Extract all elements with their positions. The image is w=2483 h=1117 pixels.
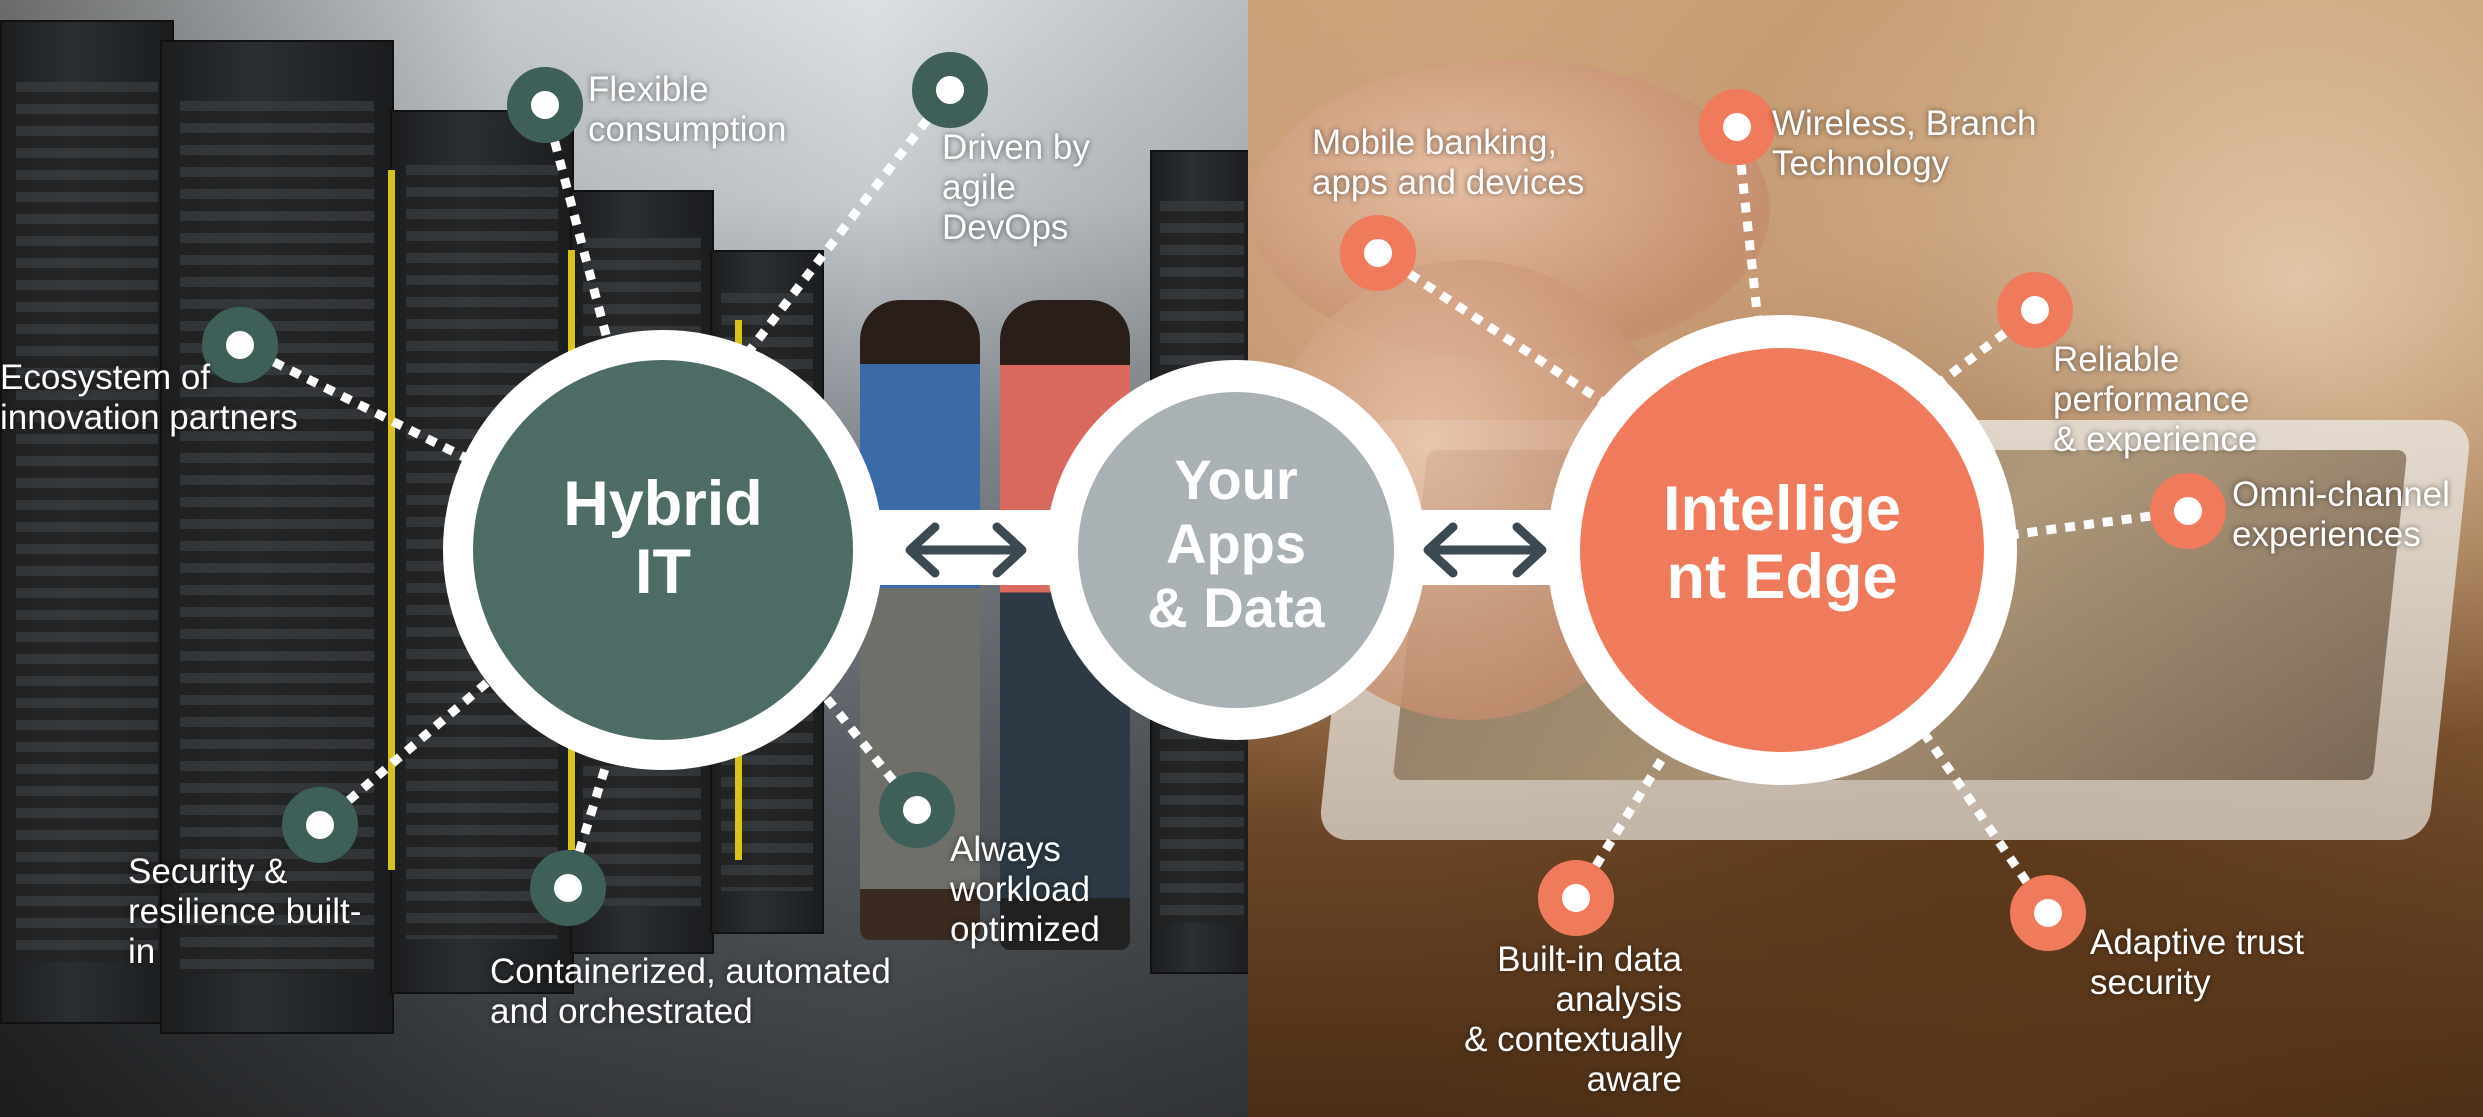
- hybrid-it-circle: [473, 360, 853, 740]
- apps-data-circle: [1078, 392, 1394, 708]
- spoke-label-ecosystem: Ecosystem of innovation partners: [0, 358, 298, 437]
- spoke-node-icon: [507, 67, 583, 143]
- spoke-line: [746, 87, 954, 353]
- spoke-label-reliable-performance: Reliable performance & experience: [2053, 340, 2258, 459]
- spoke-label-containerized: Containerized, automated and orchestrate…: [490, 952, 891, 1031]
- spoke-label-omni-channel: Omni-channel experiences: [2232, 475, 2450, 554]
- bidirectional-arrow-icon: [1423, 522, 1547, 578]
- spoke-line: [1732, 126, 1765, 341]
- spoke-label-flexible-consumption: Flexible consumption: [588, 70, 787, 149]
- spoke-node-icon: [1997, 272, 2073, 348]
- hybrid-nodes: [202, 52, 988, 926]
- edge-nodes: [1340, 89, 2226, 951]
- spoke-line: [1375, 249, 1618, 414]
- spoke-label-workload-optimized: Always workload optimized: [950, 830, 1100, 949]
- spoke-line: [1572, 727, 1684, 901]
- rack-stripe: [388, 170, 395, 870]
- spoke-node-icon: [202, 307, 278, 383]
- spoke-label-adaptive-trust: Adaptive trust security: [2090, 923, 2304, 1002]
- spoke-line: [1911, 717, 2052, 916]
- spoke-node-icon: [1538, 860, 1614, 936]
- spoke-line: [237, 340, 473, 465]
- spoke-node-icon: [530, 850, 606, 926]
- spoke-node-icon: [912, 52, 988, 128]
- spoke-node-icon: [282, 787, 358, 863]
- spoke-label-mobile-banking: Mobile banking, apps and devices: [1312, 123, 1585, 202]
- spoke-node-icon: [2150, 473, 2226, 549]
- spoke-node-icon: [1699, 89, 1775, 165]
- spoke-label-data-analysis: Built-in data analysis & contextually aw…: [1464, 940, 1682, 1099]
- intelligent-edge-title: Intellige nt Edge: [1662, 474, 1902, 612]
- server-rack: [0, 20, 174, 1024]
- apps-data-title: Your Apps & Data: [1147, 448, 1325, 639]
- spoke-label-security-resilience: Security & resilience built- in: [128, 852, 362, 971]
- spoke-label-wireless-branch: Wireless, Branch Technology: [1772, 104, 2037, 183]
- spoke-node-icon: [2010, 875, 2086, 951]
- spoke-line: [540, 103, 615, 352]
- bidirectional-arrow-icon: [905, 522, 1027, 578]
- spoke-node-icon: [879, 772, 955, 848]
- intelligent-edge-circle: [1580, 348, 1984, 752]
- spoke-node-icon: [1340, 215, 1416, 291]
- hybrid-it-title: Hybrid IT: [563, 469, 763, 607]
- spoke-label-agile-devops: Driven by agile DevOps: [942, 128, 1090, 247]
